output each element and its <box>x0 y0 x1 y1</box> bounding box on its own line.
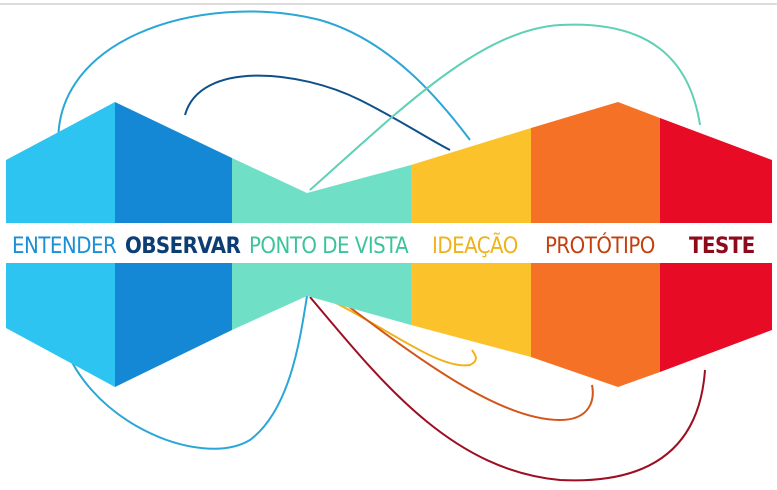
loop-curves <box>57 10 706 482</box>
stage-label-entender: ENTENDER <box>12 234 117 259</box>
stage-label-ideacao: IDEAÇÃO <box>432 232 518 259</box>
stage-label-ponto-de-vista: PONTO DE VISTA <box>249 234 409 259</box>
curve-entender-top <box>57 10 471 161</box>
stage-label-teste: TESTE <box>689 234 755 259</box>
curve-pontodevista-top <box>309 23 701 191</box>
stage-label-prototipo: PROTÓTIPO <box>545 233 655 259</box>
curve-observar-top <box>184 74 451 151</box>
stage-label-observar: OBSERVAR <box>125 234 241 259</box>
label-band <box>0 223 777 263</box>
curve-prototipo-bottom <box>339 299 594 422</box>
curve-entender-bottom <box>59 295 308 450</box>
curve-teste-bottom <box>309 296 706 482</box>
